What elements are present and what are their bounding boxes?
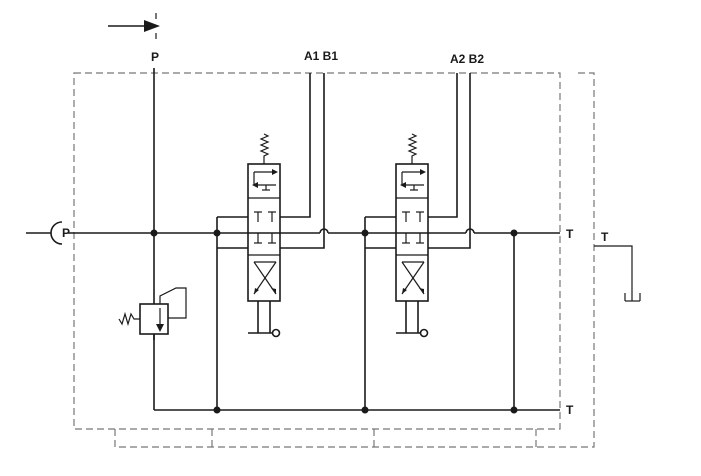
directional-control-valve-1-icon [247,133,281,338]
pressure-inlet-label: P [62,226,70,240]
pressure-line [68,68,560,410]
valve-housing-boundary [73,72,595,448]
work-port-lines-a1-b1 [280,73,325,249]
directional-control-valve-2-icon [395,133,429,338]
tank-return-line [154,216,560,411]
pressure-port-label-top: P [151,50,159,64]
work-port-lines-a2-b2 [428,73,471,249]
port-label-a1-b1: A1 B1 [304,49,338,63]
junction-dots [150,229,518,414]
tank-icon [594,245,641,302]
tank-port-label-right: T [566,227,574,241]
pressure-relief-valve-icon [118,287,187,340]
flow-direction-arrow-icon [108,13,160,39]
tank-external-label: T [601,230,609,244]
tank-port-label-bottom: T [566,403,574,417]
inlet-port-connector-icon [26,221,63,245]
port-label-a2-b2: A2 B2 [450,52,484,66]
